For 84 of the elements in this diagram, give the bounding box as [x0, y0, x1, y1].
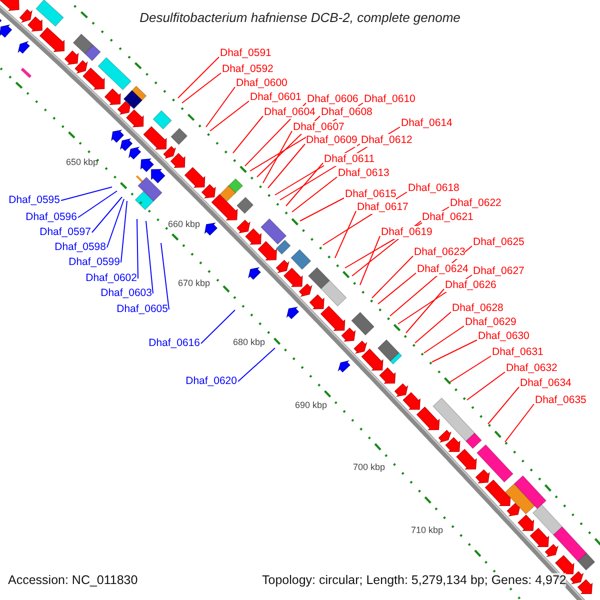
leader-line — [432, 340, 478, 362]
gene-label: Dhaf_0619 — [381, 226, 432, 239]
leader-line — [210, 100, 250, 132]
gene-label: Dhaf_0602 — [86, 272, 137, 285]
leader-line — [286, 162, 324, 206]
leader-line — [292, 176, 338, 212]
gene-label: Dhaf_0600 — [236, 77, 288, 90]
leader-line — [160, 242, 170, 310]
scale-label: 710 kbp — [410, 525, 444, 535]
leader-line — [414, 312, 452, 344]
gene-label: Dhaf_0601 — [250, 91, 302, 104]
gene-label: Dhaf_0596 — [26, 211, 77, 224]
gene-label: Dhaf_0624 — [417, 263, 468, 276]
leader-line — [372, 256, 414, 298]
leader-line — [406, 288, 444, 334]
leader-line — [378, 272, 416, 304]
leader-line — [200, 310, 236, 344]
gene-label: Dhaf_0630 — [478, 330, 530, 343]
leader-line — [488, 386, 520, 424]
gene-label: Dhaf_0614 — [401, 117, 452, 130]
scale-label: 650 kbp — [66, 157, 98, 167]
leader-line — [106, 198, 124, 248]
leader-line — [78, 190, 118, 218]
gene-label: Dhaf_0625 — [473, 236, 524, 249]
gene-label: Dhaf_0623 — [414, 246, 466, 259]
leader-line — [262, 130, 292, 184]
gene-label: Dhaf_0618 — [408, 182, 460, 195]
leader-line — [450, 356, 492, 382]
leader-line — [334, 210, 356, 258]
leader-line — [238, 348, 276, 382]
gene-label: Dhaf_0612 — [361, 134, 412, 147]
gene-label: Dhaf_0621 — [422, 211, 474, 224]
gene-label: Dhaf_0597 — [40, 226, 91, 239]
gene-label: Dhaf_0603 — [100, 287, 152, 300]
gene-label: Dhaf_0615 — [345, 188, 396, 201]
leader-line — [206, 86, 236, 128]
gene-label: Dhaf_0611 — [324, 153, 375, 166]
scale-label: 680 kbp — [232, 337, 266, 347]
gene-label: Dhaf_0629 — [465, 316, 516, 329]
leader-line — [424, 326, 464, 354]
gene-label: Dhaf_0598 — [54, 241, 106, 254]
leader-line — [178, 56, 220, 98]
scale-label: 690 kbp — [294, 400, 328, 410]
leader-line — [300, 198, 344, 222]
gene-label: Dhaf_0632 — [506, 362, 558, 375]
gene-label: Dhaf_0617 — [357, 201, 408, 214]
gene-label: Dhaf_0609 — [306, 134, 358, 147]
gene-label: Dhaf_0635 — [535, 394, 586, 407]
gene-label: Dhaf_0605 — [116, 303, 168, 316]
gene-label: Dhaf_0595 — [8, 194, 60, 207]
leader-line — [504, 404, 534, 442]
leader-line — [146, 220, 154, 294]
title: Desulfitobacterium hafniense DCB-2, complete genome — [140, 10, 460, 25]
gene-label: Dhaf_0599 — [68, 256, 120, 269]
scale-label: 660 kbp — [168, 219, 200, 229]
leader-line — [360, 236, 380, 286]
leader-line — [136, 218, 138, 279]
gene-label: Dhaf_0627 — [473, 265, 524, 278]
gene-label: Dhaf_0591 — [220, 47, 272, 60]
leader-line — [232, 116, 264, 154]
gene-label: Dhaf_0626 — [445, 279, 496, 292]
scale-label: 700 kbp — [352, 462, 386, 472]
gene-label: Dhaf_0592 — [222, 63, 274, 76]
gene-label: Dhaf_0604 — [264, 106, 316, 119]
footer-text: Accession: NC_011830 — [8, 573, 138, 587]
leader-line — [60, 186, 112, 201]
leader-line — [92, 196, 122, 233]
leader-line — [182, 72, 222, 104]
leader-line — [268, 144, 306, 188]
gene-label: Dhaf_0613 — [338, 167, 390, 180]
leader-line — [120, 200, 128, 263]
gene-label: Dhaf_0622 — [450, 197, 502, 210]
gene-label: Dhaf_0608 — [321, 106, 372, 119]
gene-label: Dhaf_0607 — [293, 121, 344, 134]
gene-label: Dhaf_0616 — [148, 337, 200, 350]
footer-text: Topology: circular; Length: 5,279,134 bp; Genes: 4,972 — [262, 573, 566, 587]
gene-label: Dhaf_0610 — [364, 93, 416, 106]
gene-label: Dhaf_0631 — [492, 346, 544, 359]
gene-label: Dhaf_0634 — [520, 377, 572, 390]
gene-label: Dhaf_0628 — [452, 302, 504, 315]
gene-label: Dhaf_0606 — [307, 93, 358, 106]
leader-line — [466, 372, 506, 400]
gene-label: Dhaf_0620 — [186, 375, 237, 388]
scale-label: 670 kbp — [178, 278, 210, 288]
